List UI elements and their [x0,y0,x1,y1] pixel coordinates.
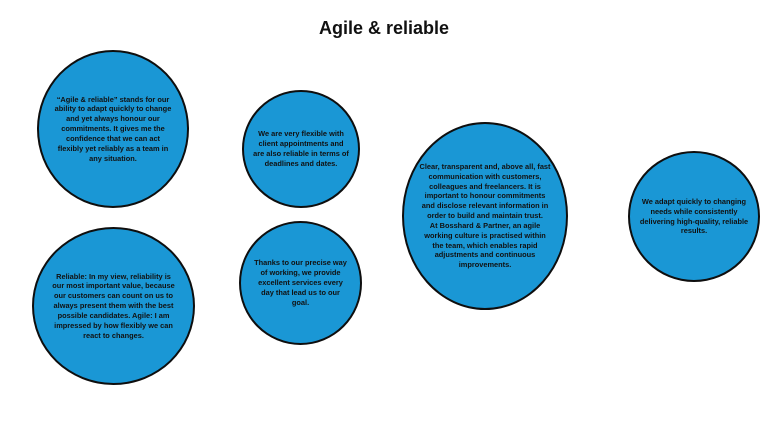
bubble-text: “Agile & reliable” stands for our abilit… [54,94,172,163]
statement-bubble-adapt-quickly: We adapt quickly to changing needs while… [628,151,760,282]
statement-bubble-precise-work: Thanks to our precise way of working, we… [239,221,362,345]
statement-bubble-agile-reliable-definition: “Agile & reliable” stands for our abilit… [37,50,189,208]
statement-bubble-client-appointments: We are very flexible with client appoint… [242,90,360,208]
bubble-text: Clear, transparent and, above all, fast … [419,161,551,270]
statement-bubble-reliable-agile: Reliable: In my view, reliability is our… [32,227,195,385]
bubble-text: Thanks to our precise way of working, we… [254,258,347,307]
bubble-text: Reliable: In my view, reliability is our… [52,271,175,340]
statement-bubble-communication: Clear, transparent and, above all, fast … [402,122,568,310]
page-title: Agile & reliable [318,18,450,38]
bubble-text: We adapt quickly to changing needs while… [639,196,749,236]
bubble-text: We are very flexible with client appoint… [253,129,349,168]
